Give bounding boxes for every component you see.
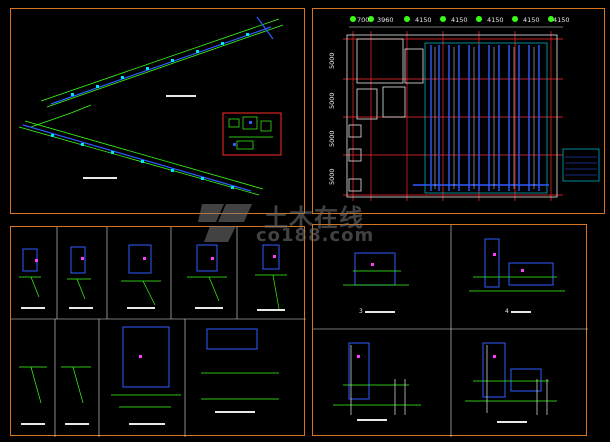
legend-table [562,148,600,182]
dim-col-1: 700 [357,16,369,24]
dim-row-4: 5000 [328,168,336,185]
dim-col-3: 4150 [415,16,432,24]
floor-plan-drawing: 700 3960 4150 4150 4150 4150 4150 5000 5… [328,16,600,201]
section-details-drawing [11,227,306,437]
drawing-sheet-isometric [10,8,305,214]
large-section-drawing: 3 4 [313,225,588,437]
dim-row-3: 5000 [328,130,336,147]
dim-col-6: 4150 [523,16,540,24]
dim-col-4: 4150 [451,16,468,24]
drawing-sheet-sections: 3 4 [312,224,588,437]
dim-row-2: 5000 [328,92,336,109]
drawing-sheet-floor-plan: 700 3960 4150 4150 4150 4150 4150 5000 5… [312,8,605,214]
dim-col-2: 3960 [377,16,394,24]
detail-label-3: 3 [359,308,363,315]
detail-label-4: 4 [505,308,509,315]
isometric-drawing [18,16,284,196]
dim-row-1: 5000 [328,52,336,69]
drawing-sheet-details [10,226,306,437]
dim-col-5: 4150 [487,16,504,24]
dim-col-7: 4150 [553,16,570,24]
